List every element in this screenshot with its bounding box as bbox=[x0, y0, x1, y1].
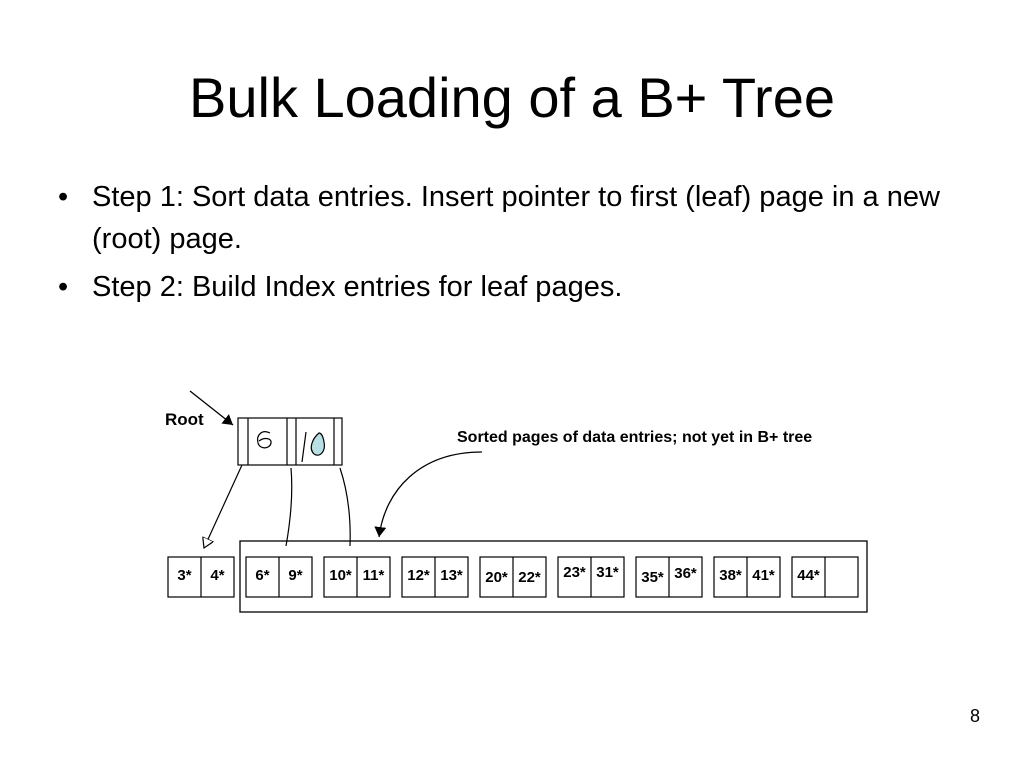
data-entry: 22* bbox=[518, 569, 541, 586]
leaf-page-6: 23* 31* bbox=[557, 556, 625, 598]
slide-number: 8 bbox=[969, 706, 980, 726]
handwritten-key-6 bbox=[257, 431, 272, 449]
data-entry: 36* bbox=[674, 565, 697, 582]
leaf-page-5: 20* 22* bbox=[479, 556, 547, 598]
data-entry: 13* bbox=[440, 567, 463, 584]
data-entry: 4* bbox=[210, 567, 224, 584]
bullet-item-step-2: • Step 2: Build Index entries for leaf p… bbox=[58, 266, 978, 308]
root-pointer-3-handwritten bbox=[339, 467, 351, 547]
bullet-text: Step 1: Sort data entries. Insert pointe… bbox=[92, 181, 940, 255]
data-entry: 44* bbox=[797, 567, 820, 584]
leaf-page-8: 38* 41* bbox=[713, 556, 781, 598]
data-entry: 9* bbox=[288, 567, 302, 584]
leaf-page-4: 12* 13* bbox=[401, 556, 469, 598]
root-pointer-1 bbox=[204, 464, 243, 548]
root-pointer-2-handwritten bbox=[285, 467, 293, 547]
bullet-marker: • bbox=[58, 181, 69, 213]
sorted-pages-arrow bbox=[374, 451, 483, 538]
leaf-page-7: 35* 36* bbox=[635, 556, 703, 598]
data-entry: 23* bbox=[563, 564, 586, 581]
leaf-page-2: 6* 9* bbox=[245, 556, 313, 598]
data-entry: 10* bbox=[329, 567, 352, 584]
data-entry: 3* bbox=[177, 567, 191, 584]
data-entry: 20* bbox=[485, 569, 508, 586]
sorted-pages-container bbox=[239, 540, 868, 613]
root-label-arrow bbox=[189, 390, 234, 426]
leaf-page-9: 44* bbox=[791, 556, 859, 598]
root-page bbox=[237, 417, 343, 466]
bullet-list: • Step 1: Sort data entries. Insert poin… bbox=[58, 176, 978, 314]
slide-title: Bulk Loading of a B+ Tree bbox=[189, 66, 835, 129]
leaf-page-1: 3* 4* bbox=[167, 556, 235, 598]
data-entry: 11* bbox=[363, 567, 385, 584]
root-label: Root bbox=[165, 410, 204, 429]
bullet-marker: • bbox=[58, 271, 69, 303]
data-entry: 35* bbox=[641, 569, 664, 586]
data-entry: 6* bbox=[255, 567, 269, 584]
bullet-item-step-1: • Step 1: Sort data entries. Insert poin… bbox=[58, 176, 978, 260]
leaf-pages: 3* 4* 6* 9* 10* 11* 12* 13* 20* 22* 23* 31* 35* 36* 38… bbox=[167, 556, 859, 598]
sorted-pages-label: Sorted pages of data entries; not yet in… bbox=[457, 429, 812, 446]
data-entry: 12* bbox=[407, 567, 430, 584]
leaf-page-3: 10* 11* bbox=[323, 556, 391, 598]
handwritten-key-10 bbox=[301, 431, 325, 463]
data-entry: 38* bbox=[719, 567, 742, 584]
data-entry: 31* bbox=[596, 564, 619, 581]
data-entry: 41* bbox=[752, 567, 775, 584]
bullet-text: Step 2: Build Index entries for leaf pag… bbox=[92, 271, 623, 303]
